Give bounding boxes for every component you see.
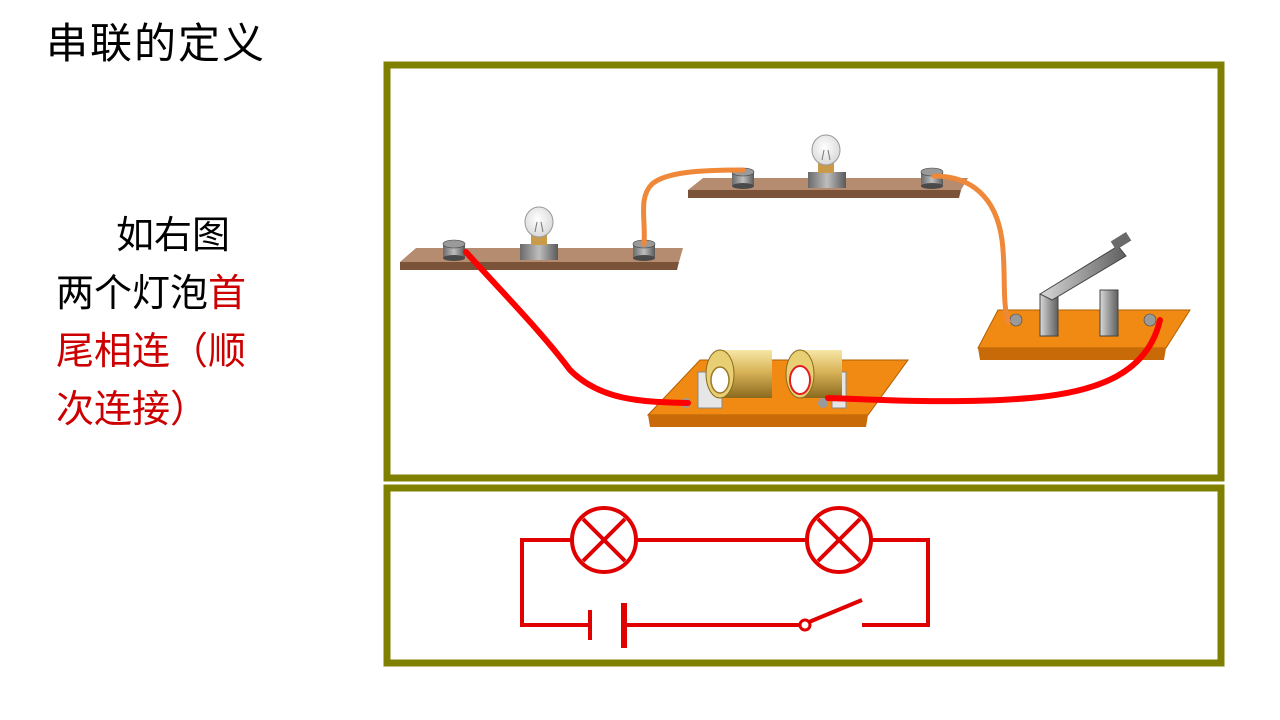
- bulb-icon: [808, 134, 846, 188]
- cell-symbol: [588, 603, 627, 648]
- description-text: 如右图 两个灯泡首 尾相连（顺 次连接）: [56, 206, 296, 438]
- left-terminal-1: [442, 239, 466, 261]
- schematic-wire: [520, 538, 588, 627]
- schematic-frame: [383, 484, 1225, 667]
- knife-switch: [977, 231, 1191, 360]
- desc-line-2-red: 首: [208, 271, 247, 315]
- schematic-wire: [862, 538, 930, 627]
- circuit-schematic: [520, 506, 930, 648]
- desc-line-3: 尾相连（顺: [56, 329, 247, 373]
- left-bulb-board: [400, 206, 683, 270]
- page-title: 串联的定义: [46, 19, 267, 68]
- battery-cell-1: [705, 349, 772, 399]
- switch-blade: [1038, 245, 1127, 301]
- lamp-symbol-1: [570, 506, 638, 574]
- desc-line-2: 两个灯泡首: [56, 271, 246, 315]
- battery-holder: [646, 349, 909, 427]
- orange-wire-1: [641, 167, 746, 247]
- orange-wire-2: [931, 173, 1011, 325]
- photo-frame: [383, 61, 1225, 482]
- desc-line-2-black: 两个灯泡: [56, 271, 209, 315]
- desc-line-1: 如右图: [116, 213, 231, 257]
- right-bulb-board: [688, 134, 968, 198]
- red-wire-2: [825, 317, 1163, 405]
- battery-cell-2: [785, 349, 842, 399]
- lamp-symbol-2: [805, 506, 873, 574]
- switch-symbol: [798, 598, 863, 632]
- desc-line-4: 次连接）: [56, 387, 209, 431]
- red-wire-1: [463, 249, 691, 406]
- bulb-icon: [520, 206, 558, 260]
